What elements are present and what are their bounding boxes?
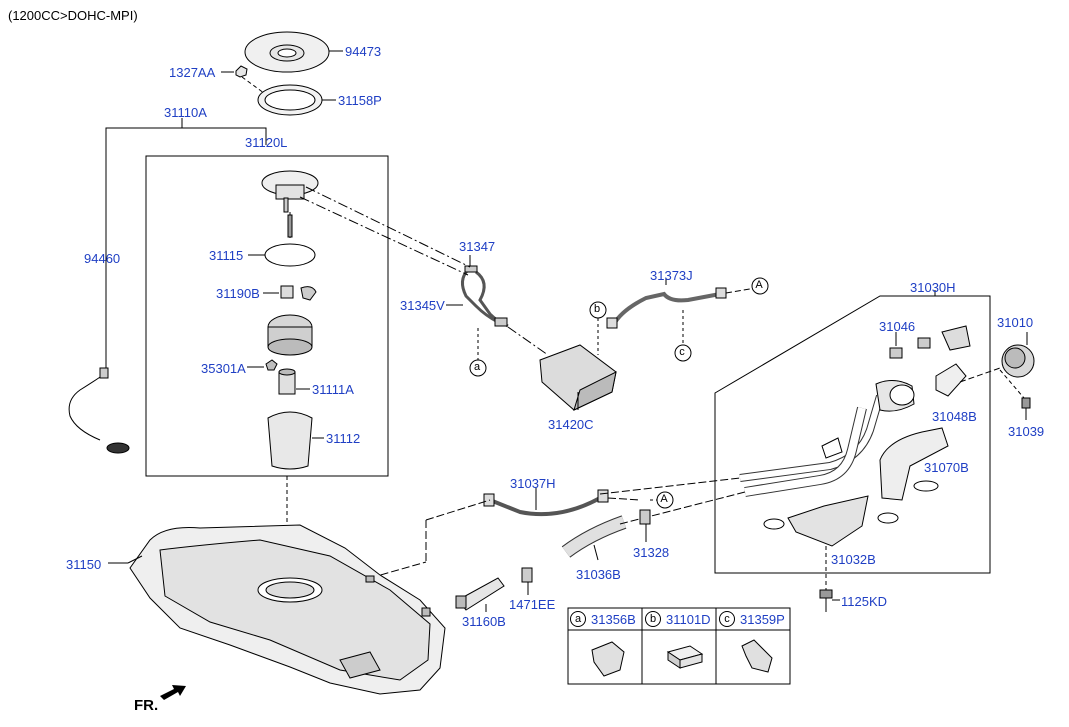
part-35301A — [265, 359, 278, 371]
reservoir-31112 — [267, 411, 324, 470]
oring-31115 — [264, 243, 316, 267]
part-label-31037H[interactable]: 31037H — [510, 476, 556, 491]
part-label-31420C[interactable]: 31420C — [548, 417, 594, 432]
tube-31345V — [446, 255, 509, 328]
gasket-31048B — [935, 363, 967, 397]
callout-a: a — [473, 361, 481, 373]
part-label-1125KD[interactable]: 1125KD — [841, 594, 888, 609]
filler-neck-box — [714, 295, 991, 574]
part-label-31111A[interactable]: 31111A — [312, 382, 354, 397]
bolt-1125KD — [819, 589, 840, 612]
callout-A-upper: A — [755, 279, 763, 291]
part-label-31158P[interactable]: 31158P — [338, 93, 382, 108]
legend-part-c[interactable]: 31359P — [740, 612, 785, 627]
pump-flange-31120L — [261, 170, 319, 238]
sender-94460 — [68, 367, 130, 454]
part-label-31190B[interactable]: 31190B — [216, 286, 260, 301]
part-label-35301A[interactable]: 35301A — [201, 361, 246, 376]
part-label-31032B[interactable]: 31032B — [831, 552, 876, 567]
nut-1327AA — [221, 65, 269, 97]
fr-arrow — [160, 685, 186, 700]
part-label-31112[interactable]: 31112 — [326, 431, 361, 446]
cap-31010 — [1001, 332, 1035, 378]
part-label-31345V[interactable]: 31345V — [400, 298, 445, 313]
legend-part-a[interactable]: 31356B — [591, 612, 636, 627]
part-label-31046[interactable]: 31046 — [879, 319, 916, 334]
part-31039 — [999, 369, 1031, 420]
callout-A-lower: A — [660, 493, 668, 505]
bracket-31032B — [787, 495, 869, 547]
part-label-94460[interactable]: 94460 — [84, 251, 121, 266]
bracket-31110A — [105, 127, 267, 373]
clamp-31328 — [639, 509, 651, 542]
clamp-1471EE — [521, 567, 533, 595]
part-label-31150[interactable]: 31150 — [66, 557, 102, 572]
legend-letter-c: c — [719, 611, 735, 627]
part-label-1327AA[interactable]: 1327AA — [169, 65, 216, 80]
engine-spec-header: (1200CC>DOHC-MPI) — [8, 8, 138, 23]
cover-94473 — [244, 31, 343, 73]
pump-assembly-box — [145, 155, 389, 477]
canister-31420C — [539, 318, 617, 411]
legend-part-b[interactable]: 31101D — [666, 612, 711, 627]
legend-letter-b: b — [645, 611, 661, 627]
filter-31111A — [278, 368, 310, 395]
part-label-1471EE[interactable]: 1471EE — [509, 597, 556, 612]
part-label-31160B[interactable]: 31160B — [462, 614, 506, 629]
part-label-31030H[interactable]: 31030H — [910, 280, 956, 295]
part-31190B — [263, 285, 317, 301]
callout-b: b — [593, 303, 601, 315]
hose-31037H — [483, 488, 609, 517]
legend-table — [567, 607, 791, 685]
ring-31158P — [257, 84, 336, 116]
part-label-31039[interactable]: 31039 — [1008, 424, 1045, 439]
part-label-31048B[interactable]: 31048B — [932, 409, 977, 424]
shield-31070B — [879, 427, 949, 501]
hose-31373J — [606, 278, 751, 345]
part-label-31347[interactable]: 31347 — [459, 239, 496, 254]
callout-c: c — [679, 346, 685, 358]
filler-neck-tube — [739, 380, 915, 497]
front-direction-label: FR. — [134, 697, 159, 714]
part-label-31070B[interactable]: 31070B — [924, 460, 969, 475]
pump-body — [267, 314, 313, 356]
legend-letter-a: a — [570, 611, 586, 627]
part-31160B — [455, 577, 505, 612]
part-label-31115[interactable]: 31115 — [209, 248, 244, 263]
hose-31036B — [561, 515, 627, 561]
fuel-tank-31150 — [108, 524, 446, 695]
part-label-31120L[interactable]: 31120L — [245, 135, 288, 150]
part-label-31328[interactable]: 31328 — [633, 545, 670, 560]
part-label-94473[interactable]: 94473 — [345, 44, 382, 59]
part-label-31373J[interactable]: 31373J — [650, 268, 693, 283]
part-31046 — [889, 325, 971, 359]
part-label-31110A[interactable]: 31110A — [164, 105, 207, 120]
part-label-31010[interactable]: 31010 — [997, 315, 1034, 330]
part-label-31036B[interactable]: 31036B — [576, 567, 621, 582]
